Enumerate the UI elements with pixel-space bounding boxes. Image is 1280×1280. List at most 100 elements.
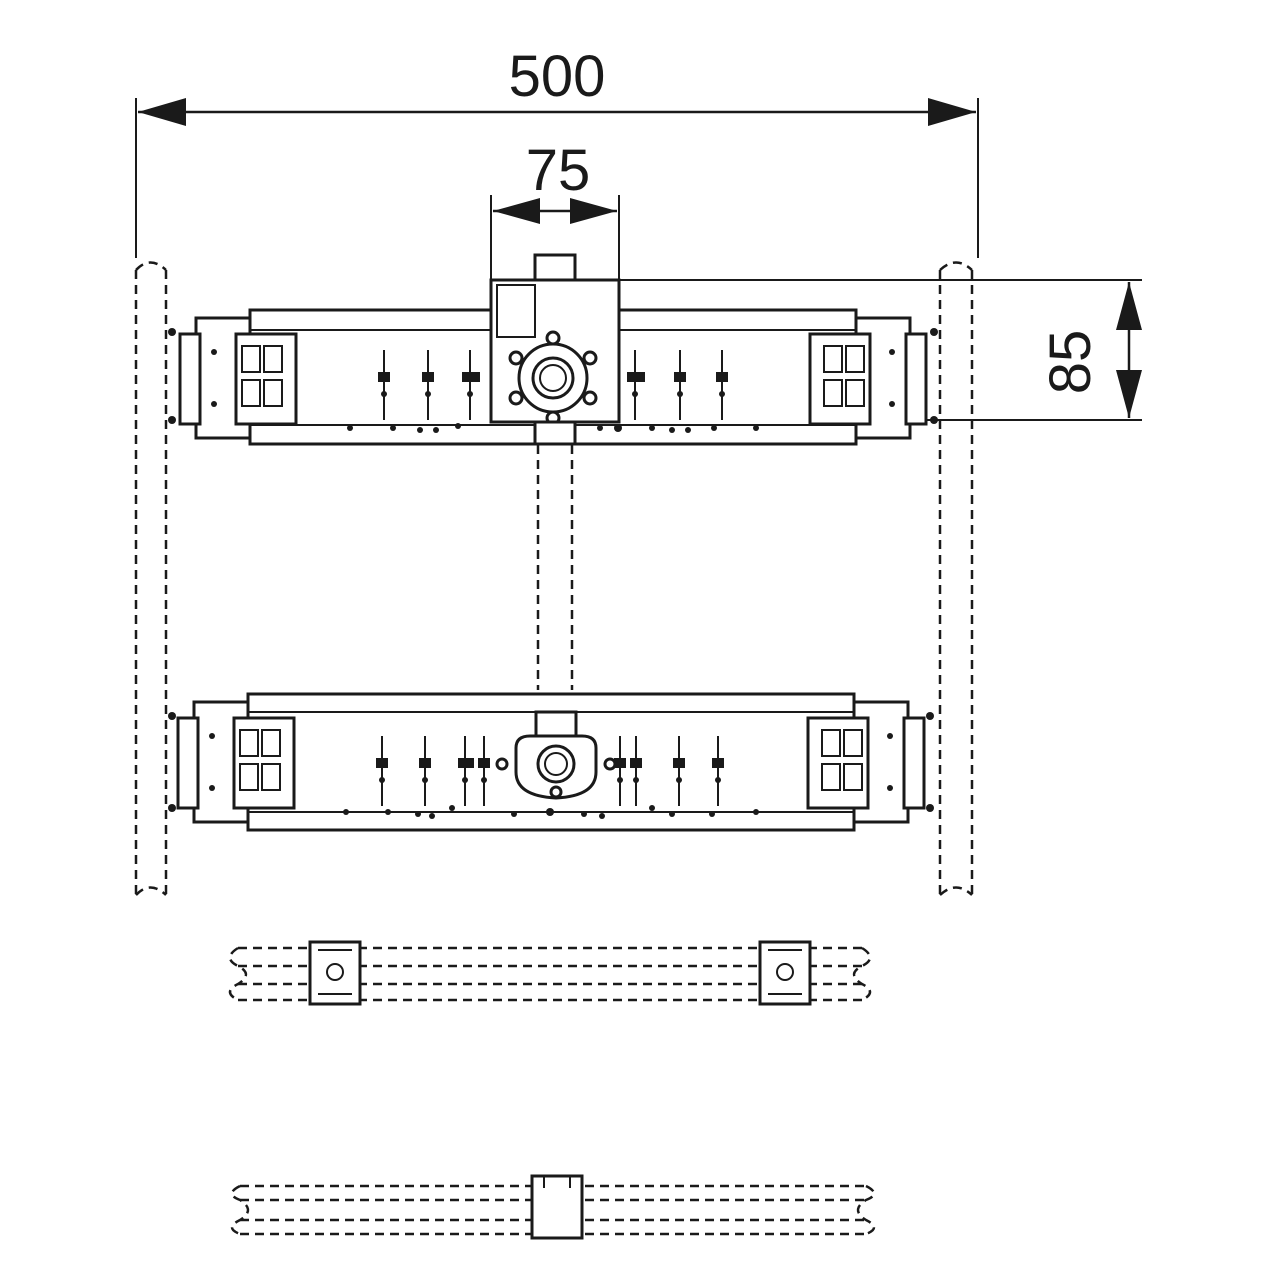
clamp-tab <box>176 716 200 810</box>
break-line-left <box>230 1184 250 1236</box>
hole <box>709 811 715 817</box>
mixer-outlet-ring <box>531 356 575 400</box>
clamp-slot <box>263 345 283 373</box>
arrowhead-left <box>138 98 186 126</box>
hole <box>417 427 423 433</box>
clamp-tab <box>904 332 928 426</box>
rail-right-top-cap <box>939 261 973 271</box>
hole <box>753 809 759 815</box>
clamp-slot <box>261 729 281 757</box>
rail-right-bottom-cap <box>939 886 973 896</box>
marker <box>630 736 642 806</box>
upper-bar-markers <box>347 350 759 433</box>
marker <box>462 350 480 420</box>
arrowhead-right <box>928 98 976 126</box>
clamp-slot <box>239 763 259 791</box>
clamp-screw <box>209 785 215 791</box>
mixer-lug <box>508 390 524 406</box>
clamp-slot <box>263 379 283 407</box>
clamp-pin <box>930 416 938 424</box>
clamp-tab <box>902 716 926 810</box>
marker <box>674 350 686 420</box>
marker <box>422 350 434 420</box>
hole <box>685 427 691 433</box>
hole <box>433 427 439 433</box>
mixer-lug <box>508 350 524 366</box>
mixer-top-nipple <box>533 253 577 283</box>
clamp-slot <box>843 729 863 757</box>
marker <box>716 350 728 420</box>
break-line-left <box>228 946 248 1002</box>
lower-left-clamp <box>168 700 296 824</box>
hole <box>347 425 353 431</box>
clamp-bore <box>776 963 794 981</box>
upper-crossbar <box>168 253 938 446</box>
clamp-screw <box>889 401 895 407</box>
clamp-slot <box>241 345 261 373</box>
clamp-screw <box>209 733 215 739</box>
mixer-lug <box>545 330 561 346</box>
upper-right-clamp <box>808 316 938 440</box>
arrowhead-depth-top <box>1116 282 1142 330</box>
hole <box>669 811 675 817</box>
clamp-tab <box>178 332 202 426</box>
marker <box>478 736 490 806</box>
fitting-lug <box>495 757 509 771</box>
clamp-pin <box>168 328 176 336</box>
clamp-screw <box>887 733 893 739</box>
clamp-slot <box>261 763 281 791</box>
hole <box>711 425 717 431</box>
clamp-slot <box>241 379 261 407</box>
mixer-depth-label: 85 <box>1038 330 1103 395</box>
fitting-ring <box>536 744 576 784</box>
clamp-slot <box>845 345 865 373</box>
arrowhead-depth-bottom <box>1116 370 1142 418</box>
mixer-lug <box>582 390 598 406</box>
rail-left-top-cap <box>135 261 167 271</box>
clamp-screw <box>211 401 217 407</box>
mixer-bottom-nipple <box>533 420 577 446</box>
clamp-bore <box>326 963 344 981</box>
hole <box>753 425 759 431</box>
clamp-slot <box>821 763 841 791</box>
hole <box>597 425 603 431</box>
break-line-right <box>852 946 872 1002</box>
clamp-slot <box>843 763 863 791</box>
hole <box>455 423 461 429</box>
mixer-outlet-bore <box>539 364 567 392</box>
fitting-lug <box>603 757 617 771</box>
lower-right-clamp <box>806 700 934 824</box>
clamp-pin <box>168 712 176 720</box>
hole <box>546 808 554 816</box>
clamp-slot <box>823 379 843 407</box>
marker <box>712 736 724 806</box>
clamp-slot <box>823 345 843 373</box>
mixer-lug <box>582 350 598 366</box>
overall-width-label: 500 <box>509 44 606 109</box>
clamp-slot <box>821 729 841 757</box>
hole <box>385 809 391 815</box>
top-view-upper-bar <box>228 940 872 1006</box>
break-line-right <box>856 1184 876 1236</box>
mixer-width-label: 75 <box>526 138 591 203</box>
marker <box>419 736 431 806</box>
marker <box>614 736 626 806</box>
arrowhead-mixer-left <box>493 198 540 224</box>
hole <box>449 805 455 811</box>
lower-crossbar <box>168 692 934 832</box>
clamp-screw <box>889 349 895 355</box>
clamp-screw <box>211 349 217 355</box>
fitting-top-view <box>530 1174 584 1240</box>
marker <box>378 350 390 420</box>
clamp-pin <box>926 712 934 720</box>
dimension-mixer-width: 75 <box>490 138 620 285</box>
marker <box>376 736 388 806</box>
hole <box>614 424 622 432</box>
hole <box>599 813 605 819</box>
clamp-pin <box>168 416 176 424</box>
clamp-pin <box>926 804 934 812</box>
mixer-inlet <box>496 284 536 338</box>
clamp-slot <box>845 379 865 407</box>
marker <box>458 736 474 806</box>
